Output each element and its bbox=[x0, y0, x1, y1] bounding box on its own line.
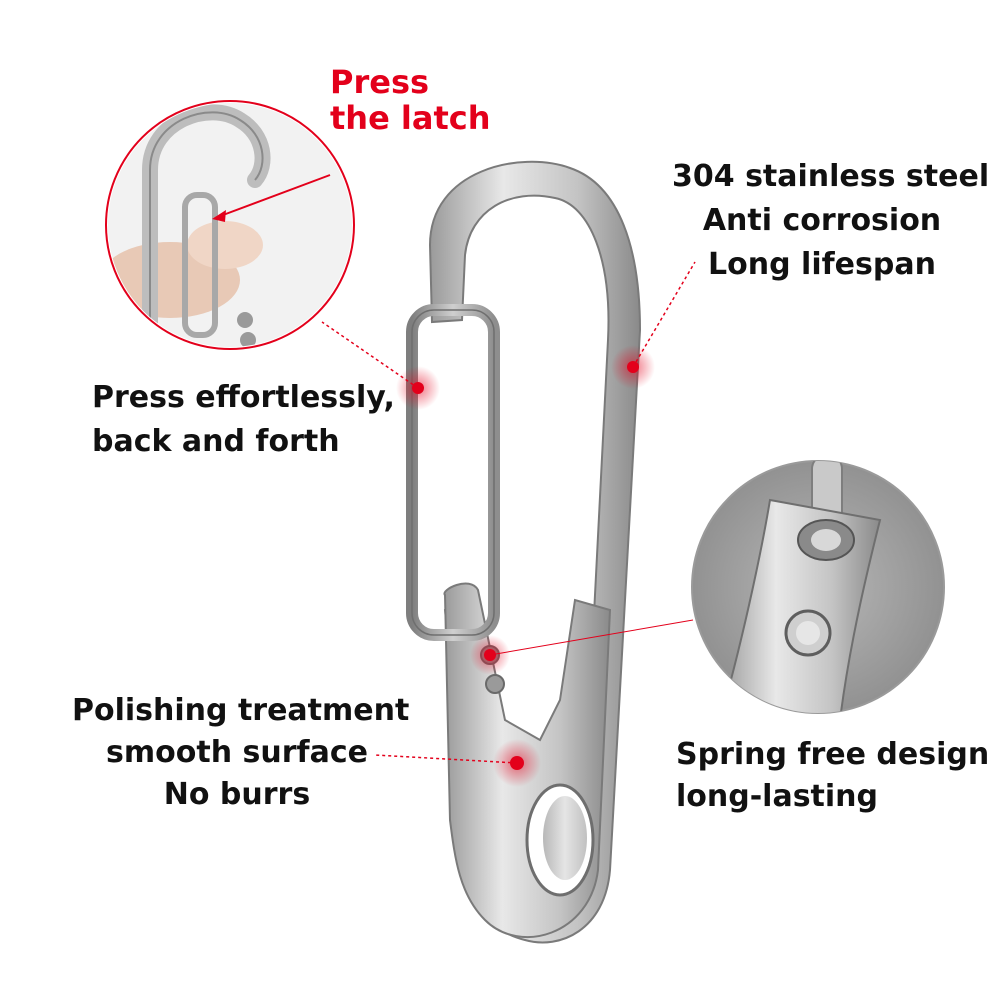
dot-press-effortless bbox=[412, 382, 424, 394]
carabiner-body bbox=[428, 160, 642, 944]
press-effortless-line-2: back and forth bbox=[92, 424, 340, 459]
press-effortless-line-1: Press effortlessly, bbox=[92, 380, 395, 415]
latch-zoom-circle bbox=[105, 100, 355, 350]
material-line-3: Long lifespan bbox=[708, 247, 936, 282]
press-effortless-label: Press effortlessly, back and forth bbox=[92, 376, 395, 464]
spring-free-label: Spring free design long-lasting bbox=[676, 734, 989, 818]
polishing-line-2: smooth surface bbox=[106, 735, 368, 770]
press-latch-line-1: Press bbox=[330, 63, 430, 101]
polishing-label: Polishing treatment smooth surface No bu… bbox=[72, 690, 410, 816]
dot-material bbox=[627, 361, 639, 373]
polishing-line-3: No burrs bbox=[163, 777, 311, 812]
spring-free-line-1: Spring free design bbox=[676, 737, 990, 772]
press-latch-label: Press the latch bbox=[330, 64, 491, 136]
wire-gate bbox=[406, 304, 500, 641]
leader-spring-free bbox=[489, 619, 694, 656]
material-line-2: Anti corrosion bbox=[702, 203, 942, 238]
spring-zoom-circle bbox=[691, 460, 945, 714]
dot-spring-free bbox=[484, 649, 496, 661]
spring-free-line-2: long-lasting bbox=[676, 779, 879, 814]
material-label: 304 stainless steel Anti corrosion Long … bbox=[672, 155, 990, 287]
material-line-1: 304 stainless steel bbox=[672, 159, 990, 194]
press-latch-line-2: the latch bbox=[330, 99, 491, 137]
latch-pointer bbox=[214, 174, 331, 219]
highlight-dots bbox=[396, 345, 655, 787]
polishing-line-1: Polishing treatment bbox=[72, 693, 410, 728]
dot-polishing bbox=[510, 756, 524, 770]
